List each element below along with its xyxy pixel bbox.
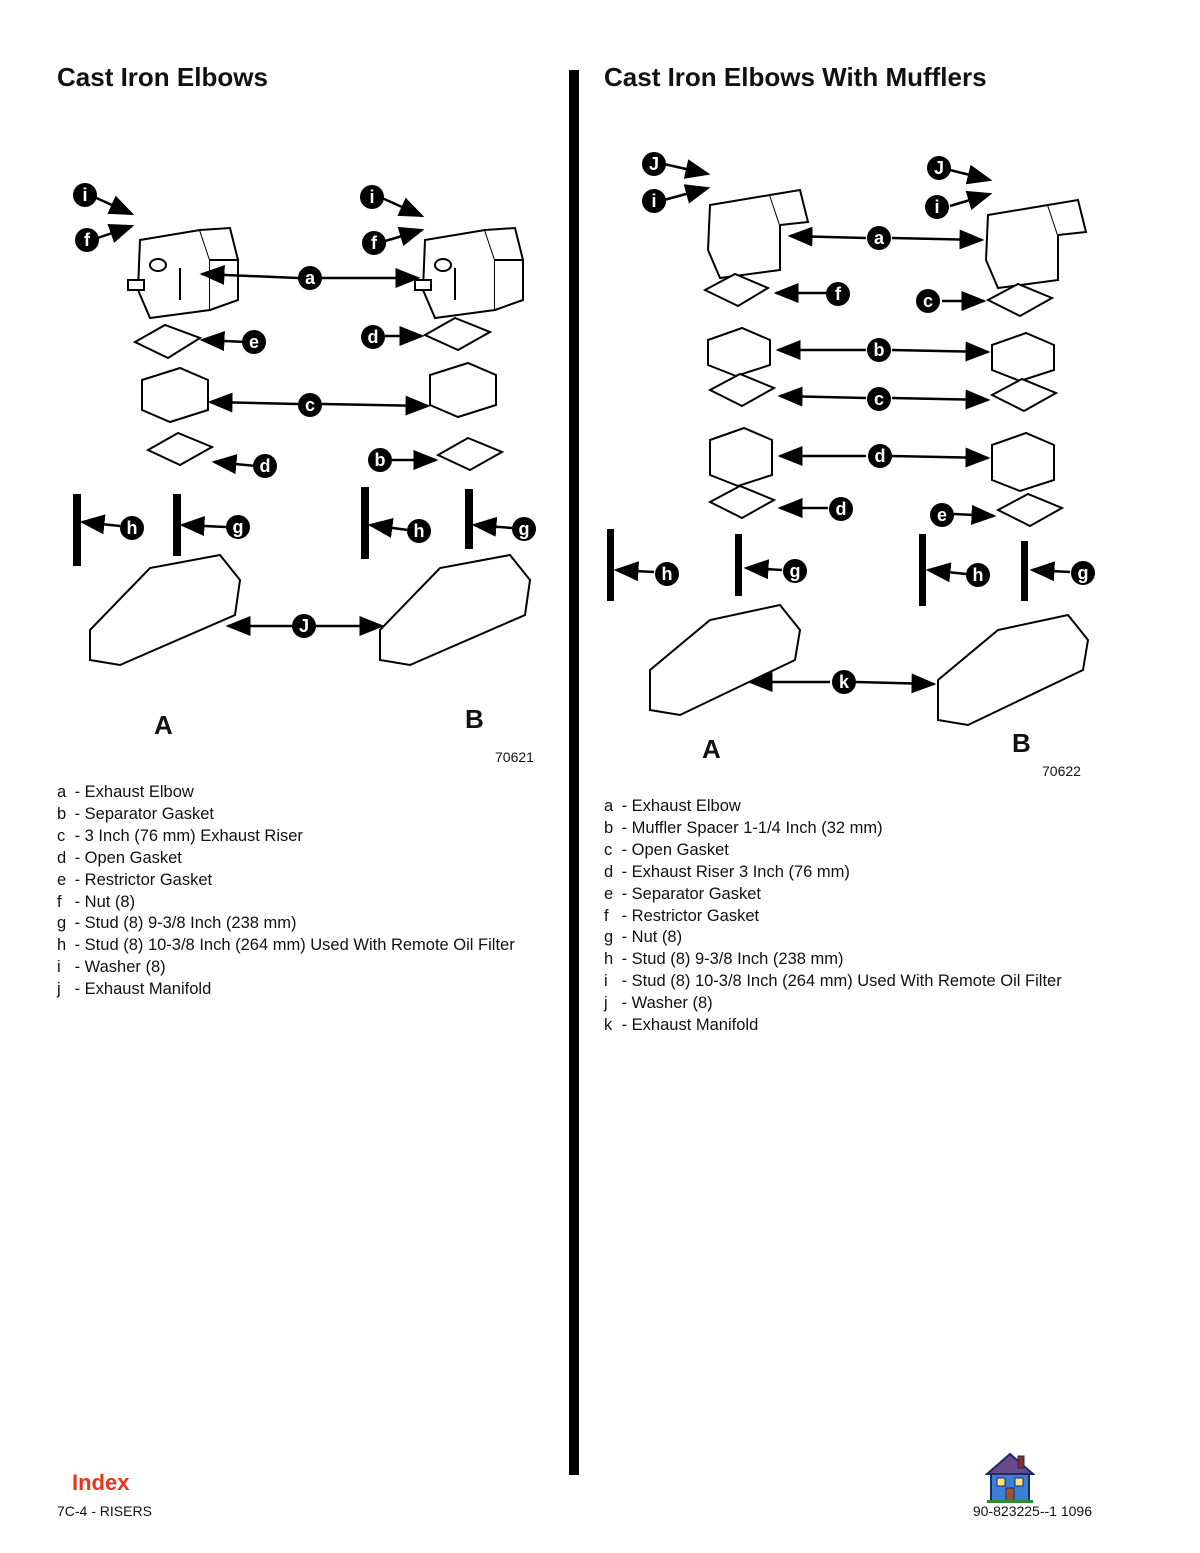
legend-item: d - Open Gasket — [57, 848, 182, 867]
legend-item: b - Separator Gasket — [57, 804, 214, 823]
legend-item: h - Stud (8) 10-3/8 Inch (264 mm) Used W… — [57, 936, 515, 955]
right-exploded-diagram — [600, 150, 1100, 730]
callout-g: g — [783, 559, 807, 583]
callout-d: d — [868, 444, 892, 468]
legend-item: k - Exhaust Manifold — [604, 1016, 759, 1035]
callout-j: J — [292, 614, 316, 638]
left-exploded-diagram — [60, 170, 560, 770]
right-title: Cast Iron Elbows With Mufflers — [604, 62, 987, 92]
legend-item: b - Muffler Spacer 1-1/4 Inch (32 mm) — [604, 818, 883, 837]
callout-h: h — [966, 563, 990, 587]
callout-h: h — [407, 519, 431, 543]
legend-item: f - Nut (8) — [57, 892, 136, 911]
legend-item: i - Stud (8) 10-3/8 Inch (264 mm) Used W… — [604, 972, 1062, 991]
elbow-a-part — [127, 226, 240, 320]
house-icon[interactable] — [984, 1450, 1036, 1509]
right-view-b-label: B — [1012, 728, 1031, 758]
elbow-b-part — [414, 226, 525, 320]
legend-item: h - Stud (8) 9-3/8 Inch (238 mm) — [604, 950, 844, 969]
callout-d: d — [361, 325, 385, 349]
legend-item: f - Restrictor Gasket — [604, 906, 760, 925]
legend-item: e - Separator Gasket — [604, 884, 761, 903]
legend-item: c - 3 Inch (76 mm) Exhaust Riser — [57, 826, 303, 845]
callout-c: c — [867, 387, 891, 411]
footer-section: 7C-4 - RISERS — [57, 1503, 152, 1519]
legend-item: j - Exhaust Manifold — [57, 980, 212, 999]
right-legend: a - Exhaust Elbow b - Muffler Spacer 1-1… — [604, 796, 1062, 1037]
left-view-a-label: A — [154, 710, 173, 740]
callout-j: J — [642, 152, 666, 176]
legend-item: g - Nut (8) — [604, 928, 683, 947]
callout-h: h — [655, 562, 679, 586]
legend-item: a - Exhaust Elbow — [604, 797, 741, 815]
callout-k: k — [832, 670, 856, 694]
footer-doc-number: 90-823225--1 1096 — [972, 1503, 1092, 1519]
callout-e: e — [930, 503, 954, 527]
right-view-a-label: A — [702, 734, 721, 764]
callout-i: i — [360, 185, 384, 209]
right-figure-number: 70622 — [1042, 763, 1081, 779]
callout-d: d — [829, 497, 853, 521]
left-title: Cast Iron Elbows — [57, 62, 268, 92]
callout-f: f — [362, 231, 386, 255]
legend-item: g - Stud (8) 9-3/8 Inch (238 mm) — [57, 914, 297, 933]
callout-a: a — [867, 226, 891, 250]
callout-g: g — [512, 517, 536, 541]
legend-item: d - Exhaust Riser 3 Inch (76 mm) — [604, 862, 850, 881]
legend-item: i - Washer (8) — [57, 958, 166, 977]
callout-b: b — [368, 448, 392, 472]
legend-item: j - Washer (8) — [604, 994, 713, 1013]
callout-f: f — [826, 282, 850, 306]
callout-g: g — [1071, 561, 1095, 585]
index-link[interactable]: Index — [72, 1470, 130, 1495]
legend-item: e - Restrictor Gasket — [57, 870, 213, 889]
callout-i: i — [642, 189, 666, 213]
legend-item: a - Exhaust Elbow — [57, 783, 194, 801]
callout-h: h — [120, 516, 144, 540]
callout-c: c — [298, 393, 322, 417]
callout-d: d — [253, 454, 277, 478]
callout-a: a — [298, 266, 322, 290]
column-divider — [569, 70, 579, 1475]
left-legend: a - Exhaust Elbow b - Separator Gasket c… — [57, 782, 515, 1001]
legend-item: c - Open Gasket — [604, 840, 729, 859]
callout-g: g — [226, 515, 250, 539]
callout-b: b — [867, 338, 891, 362]
callout-e: e — [242, 330, 266, 354]
callout-i: i — [925, 195, 949, 219]
callout-c: c — [916, 289, 940, 313]
left-figure-number: 70621 — [495, 749, 534, 765]
callout-i: i — [73, 183, 97, 207]
callout-f: f — [75, 228, 99, 252]
callout-j: J — [927, 156, 951, 180]
left-view-b-label: B — [465, 704, 484, 734]
